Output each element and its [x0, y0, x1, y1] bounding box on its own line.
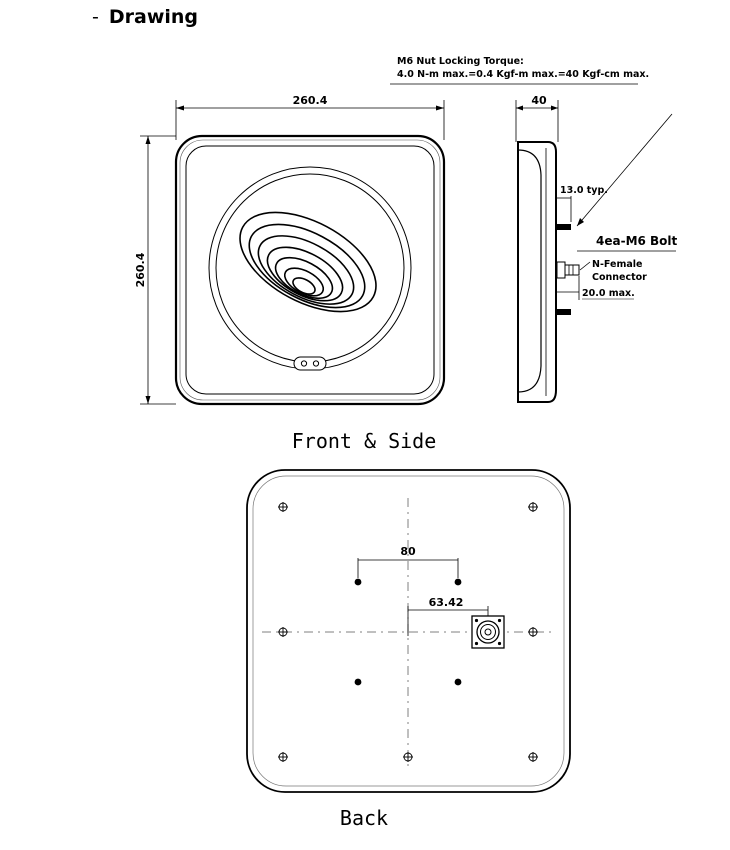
front-housing-inner	[185, 145, 435, 395]
connector-length-label: 20.0 max.	[582, 288, 635, 299]
bolt-callout-label: 4ea-M6 Bolt	[596, 234, 678, 248]
back-housing-inner	[252, 475, 565, 787]
front-width-label: 260.4	[293, 94, 328, 107]
torque-note-line2: 4.0 N-m max.=0.4 Kgf-m max.=40 Kgf-cm ma…	[397, 69, 649, 80]
led-indicator-window	[293, 356, 327, 371]
n-connector-icon	[471, 615, 505, 649]
side-profile-back-plate	[517, 141, 557, 403]
mounting-hole	[454, 678, 462, 686]
connector-leader-line	[579, 261, 591, 271]
front-height-label: 260.4	[134, 252, 147, 287]
connector-label-line2: Connector	[592, 272, 647, 283]
arrow-icon	[176, 105, 184, 111]
mounting-hole	[354, 678, 362, 686]
arrow-icon	[436, 105, 444, 111]
hole-spacing-label: 80	[400, 545, 416, 558]
torque-note-line1: M6 Nut Locking Torque:	[397, 56, 524, 67]
mounting-hole	[454, 578, 462, 586]
section-heading: -Drawing	[92, 6, 198, 28]
back-view: 80 63.42	[246, 469, 571, 793]
back-housing-outline	[246, 469, 571, 793]
heading-dash: -	[92, 6, 99, 28]
side-profile-radome	[517, 149, 542, 393]
heading-title: Drawing	[108, 6, 199, 28]
connector-body-icon	[564, 264, 580, 276]
side-view: M6 Nut Locking Torque: 4.0 N-m max.=0.4 …	[390, 56, 678, 403]
spiral-emblem	[239, 211, 377, 313]
mounting-hole	[354, 578, 362, 586]
bolt-length-label: 13.0 typ.	[560, 185, 608, 196]
front-housing-bevel	[179, 139, 441, 401]
screw-icon	[278, 502, 538, 762]
connector-label-line1: N-Female	[592, 259, 642, 270]
arrow-icon	[145, 136, 151, 144]
led-icon	[312, 360, 320, 367]
front-side-caption: Front & Side	[292, 429, 437, 453]
connector-offset-label: 63.42	[429, 596, 464, 609]
arrow-icon	[516, 105, 523, 111]
led-icon	[300, 360, 308, 367]
back-caption: Back	[340, 806, 388, 830]
connector-flange-icon	[556, 261, 566, 279]
bolt-leader-line	[576, 113, 673, 227]
arrow-icon	[577, 218, 584, 226]
depth-label: 40	[531, 94, 547, 107]
front-housing-outline	[174, 134, 446, 406]
arrow-icon	[551, 105, 558, 111]
arrow-icon	[145, 396, 151, 404]
bolt-icon	[557, 309, 571, 315]
front-view: 260.4 260.4	[134, 94, 446, 406]
bolt-icon	[557, 224, 571, 230]
